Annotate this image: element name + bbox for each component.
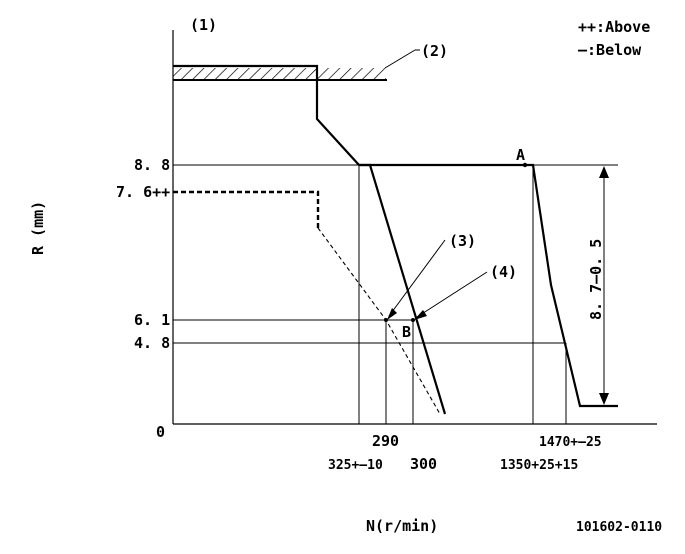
label-4: (4): [490, 263, 517, 281]
y-tick-8-8: 8. 8: [134, 156, 170, 174]
x-tick-290: 290: [372, 432, 399, 450]
arrow-4-head: [414, 310, 427, 320]
leader-2: [384, 49, 416, 69]
dimension-label: 8. 7–0. 5: [587, 239, 605, 320]
x-axis-title: N(r/min): [366, 517, 438, 535]
curve-dashed: [173, 190, 320, 228]
label-point-a: A: [516, 146, 525, 164]
dimension-arrow-top: [599, 166, 609, 178]
y-tick-6-1: 6. 1: [134, 311, 170, 329]
curve-solid-upper: [173, 64, 447, 415]
dimension-arrow-bottom: [599, 393, 609, 405]
point-a-marker: [522, 162, 528, 168]
curve-dashed-slope: [317, 227, 441, 415]
x-tick-300: 300: [410, 455, 437, 473]
point-b-marker-1: [384, 318, 388, 322]
label-3: (3): [449, 232, 476, 250]
y-axis-title: R (mm): [29, 201, 47, 255]
label-1: (1): [190, 16, 217, 34]
x-tick-325: 325+–10: [328, 458, 383, 473]
point-b-marker-2: [411, 318, 415, 322]
hatched-band: [173, 68, 386, 80]
y-tick-0: 0: [156, 423, 165, 441]
drawing-number: 101602-0110: [576, 520, 662, 535]
x-tick-1350: 1350+25+15: [500, 458, 578, 473]
label-2: (2): [421, 42, 448, 60]
x-tick-1470: 1470+–25: [539, 435, 602, 450]
legend-below: —:Below: [578, 41, 642, 59]
leader-4: [416, 271, 488, 318]
arrow-3-head: [387, 308, 397, 320]
legend-above: ++:Above: [578, 18, 650, 36]
curve-solid-plateau: [359, 163, 618, 408]
label-point-b: B: [402, 323, 411, 341]
leader-3: [388, 239, 446, 317]
y-tick-7-6: 7. 6++: [116, 183, 170, 201]
y-tick-4-8: 4. 8: [134, 334, 170, 352]
